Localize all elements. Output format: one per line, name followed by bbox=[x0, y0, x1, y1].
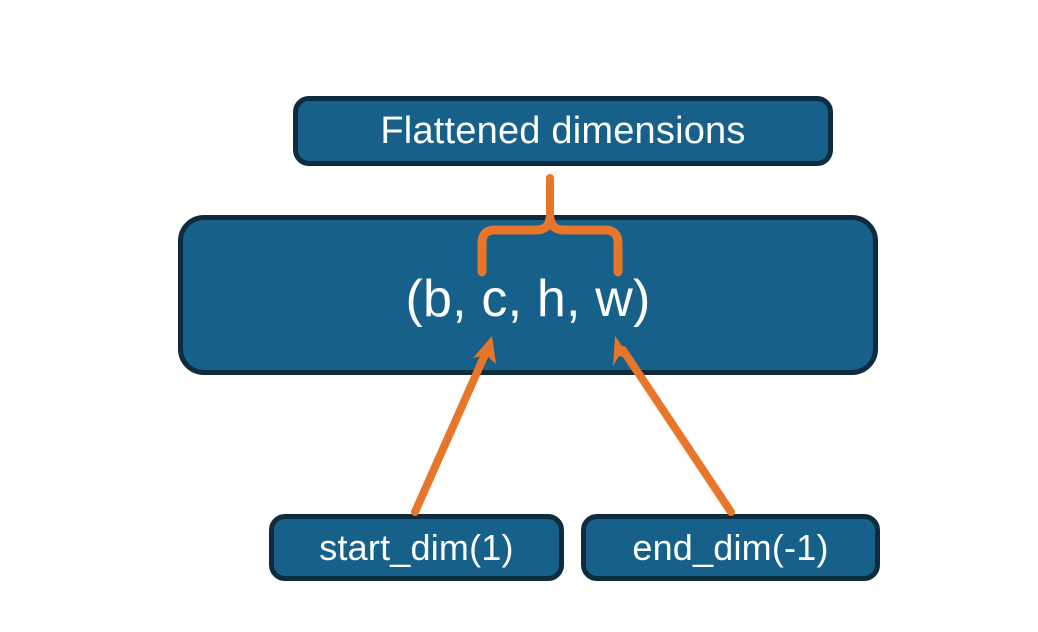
start-dim-box[interactable]: start_dim(1) bbox=[269, 514, 564, 581]
end-dim-box[interactable]: end_dim(-1) bbox=[581, 514, 880, 581]
tensor-shape-box[interactable]: (b, c, h, w) bbox=[178, 215, 878, 375]
start-dim-label: start_dim(1) bbox=[319, 526, 514, 568]
flattened-dimensions-label: Flattened dimensions bbox=[380, 110, 746, 152]
end-dim-label: end_dim(-1) bbox=[632, 526, 829, 568]
tensor-shape-label: (b, c, h, w) bbox=[405, 270, 651, 328]
flattened-dimensions-box[interactable]: Flattened dimensions bbox=[293, 96, 833, 166]
